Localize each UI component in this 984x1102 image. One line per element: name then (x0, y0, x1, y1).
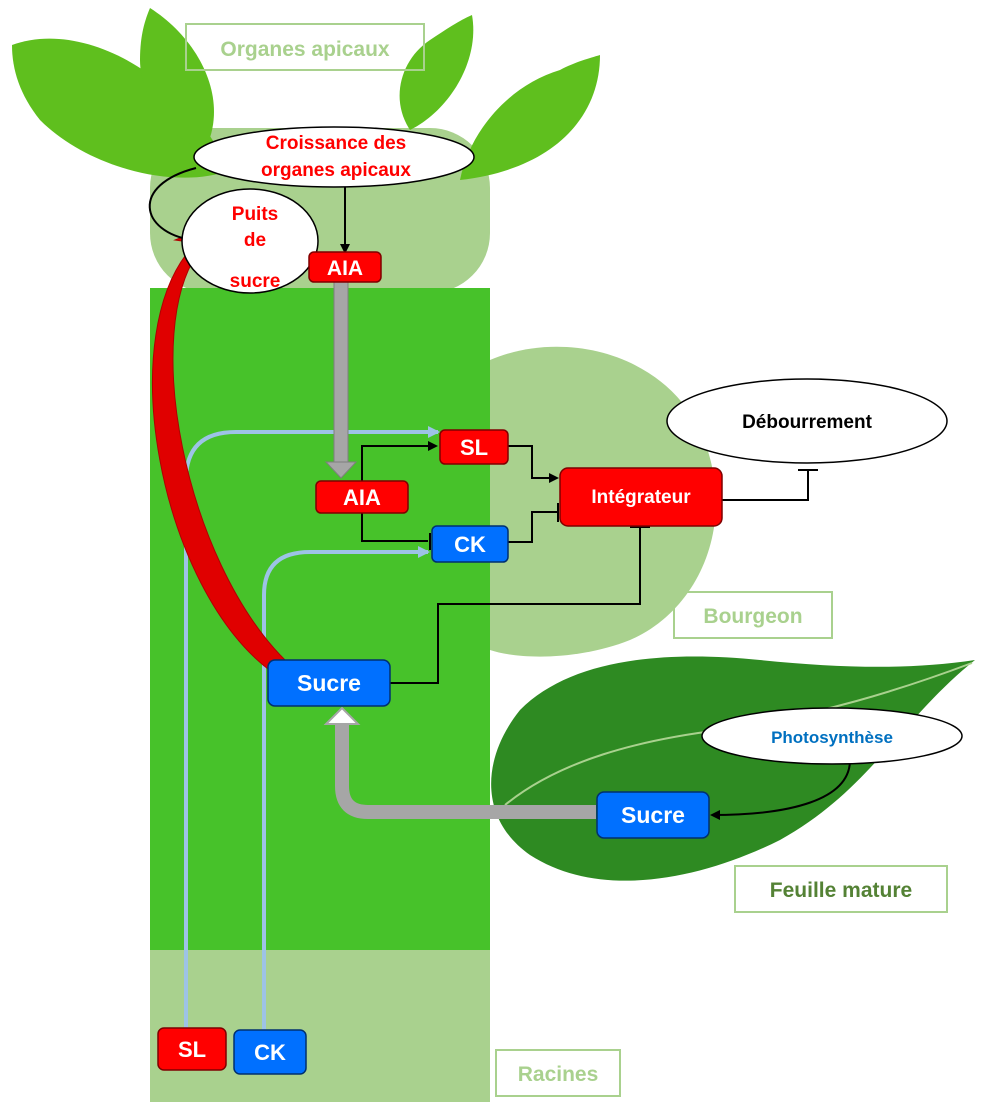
racines-label: Racines (518, 1063, 599, 1086)
aia-to-sl-line (361, 441, 438, 483)
organes-apicaux-frame (185, 23, 425, 71)
debourrement-text: Débourrement (742, 412, 873, 433)
integrateur-text: Intégrateur (591, 487, 691, 508)
sl-root-box (157, 1027, 227, 1071)
photosynthese-text: Photosynthèse (771, 728, 893, 747)
aia-mid-box (315, 480, 409, 514)
racines-frame (495, 1049, 621, 1097)
sl-to-integrateur-line (508, 445, 559, 483)
bourgeon-frame (673, 591, 833, 639)
apical-leaf-left (12, 38, 230, 178)
croissance-node (193, 126, 475, 188)
aia-top-text: AIA (327, 257, 363, 280)
apical-leaf-right (460, 55, 600, 180)
organes-apicaux-label: Organes apicaux (220, 38, 390, 61)
sucre-leaf-text: Sucre (621, 802, 685, 828)
croissance-text-2: organes apicaux (261, 160, 411, 181)
aia-to-ck-line (361, 512, 428, 542)
sucre-to-integrateur-line (390, 527, 641, 684)
puits-de-sucre-node (181, 188, 319, 294)
aia-transport-shaft (333, 281, 349, 465)
integrateur-to-debourrement-line (722, 470, 809, 501)
aia-top-box (308, 251, 382, 283)
puits-text-2: de (244, 230, 266, 251)
apical-leaf-center-right (399, 15, 474, 130)
aia-transport-head (324, 461, 358, 479)
sucre-stem-text: Sucre (297, 670, 361, 696)
apical-leaf-center-left (140, 8, 214, 150)
ck-mid-text: CK (454, 532, 486, 557)
sl-root-text: SL (178, 1037, 206, 1062)
ck-mid-box (431, 525, 509, 563)
bourgeon-label: Bourgeon (703, 605, 802, 628)
stem-body (150, 288, 490, 950)
sucre-transport-arrow (335, 722, 596, 819)
puits-text-3: sucre (230, 271, 281, 292)
integrateur-box (559, 467, 723, 527)
ck-root-box (233, 1029, 307, 1075)
debourrement-node (666, 378, 948, 464)
root-zone (150, 950, 490, 1102)
photosynthese-to-sucre-line (710, 759, 851, 820)
aia-mid-text: AIA (343, 485, 381, 510)
photosynthese-node (701, 707, 963, 765)
ck-to-integrateur-line (508, 511, 558, 543)
sucre-leaf-box (596, 791, 710, 839)
puits-text-1: Puits (232, 204, 278, 225)
sl-mid-box (439, 429, 509, 465)
feuille-mature-frame (734, 865, 948, 913)
ck-root-text: CK (254, 1040, 286, 1065)
sucre-transport-head (323, 706, 361, 725)
sl-mid-text: SL (460, 435, 488, 460)
sucre-stem-box (267, 659, 391, 707)
ck-transport-line (262, 546, 430, 1062)
croissance-text-1: Croissance des (266, 133, 406, 154)
croissance-to-puits-line (148, 167, 197, 244)
feuille-mature-label: Feuille mature (770, 879, 912, 902)
